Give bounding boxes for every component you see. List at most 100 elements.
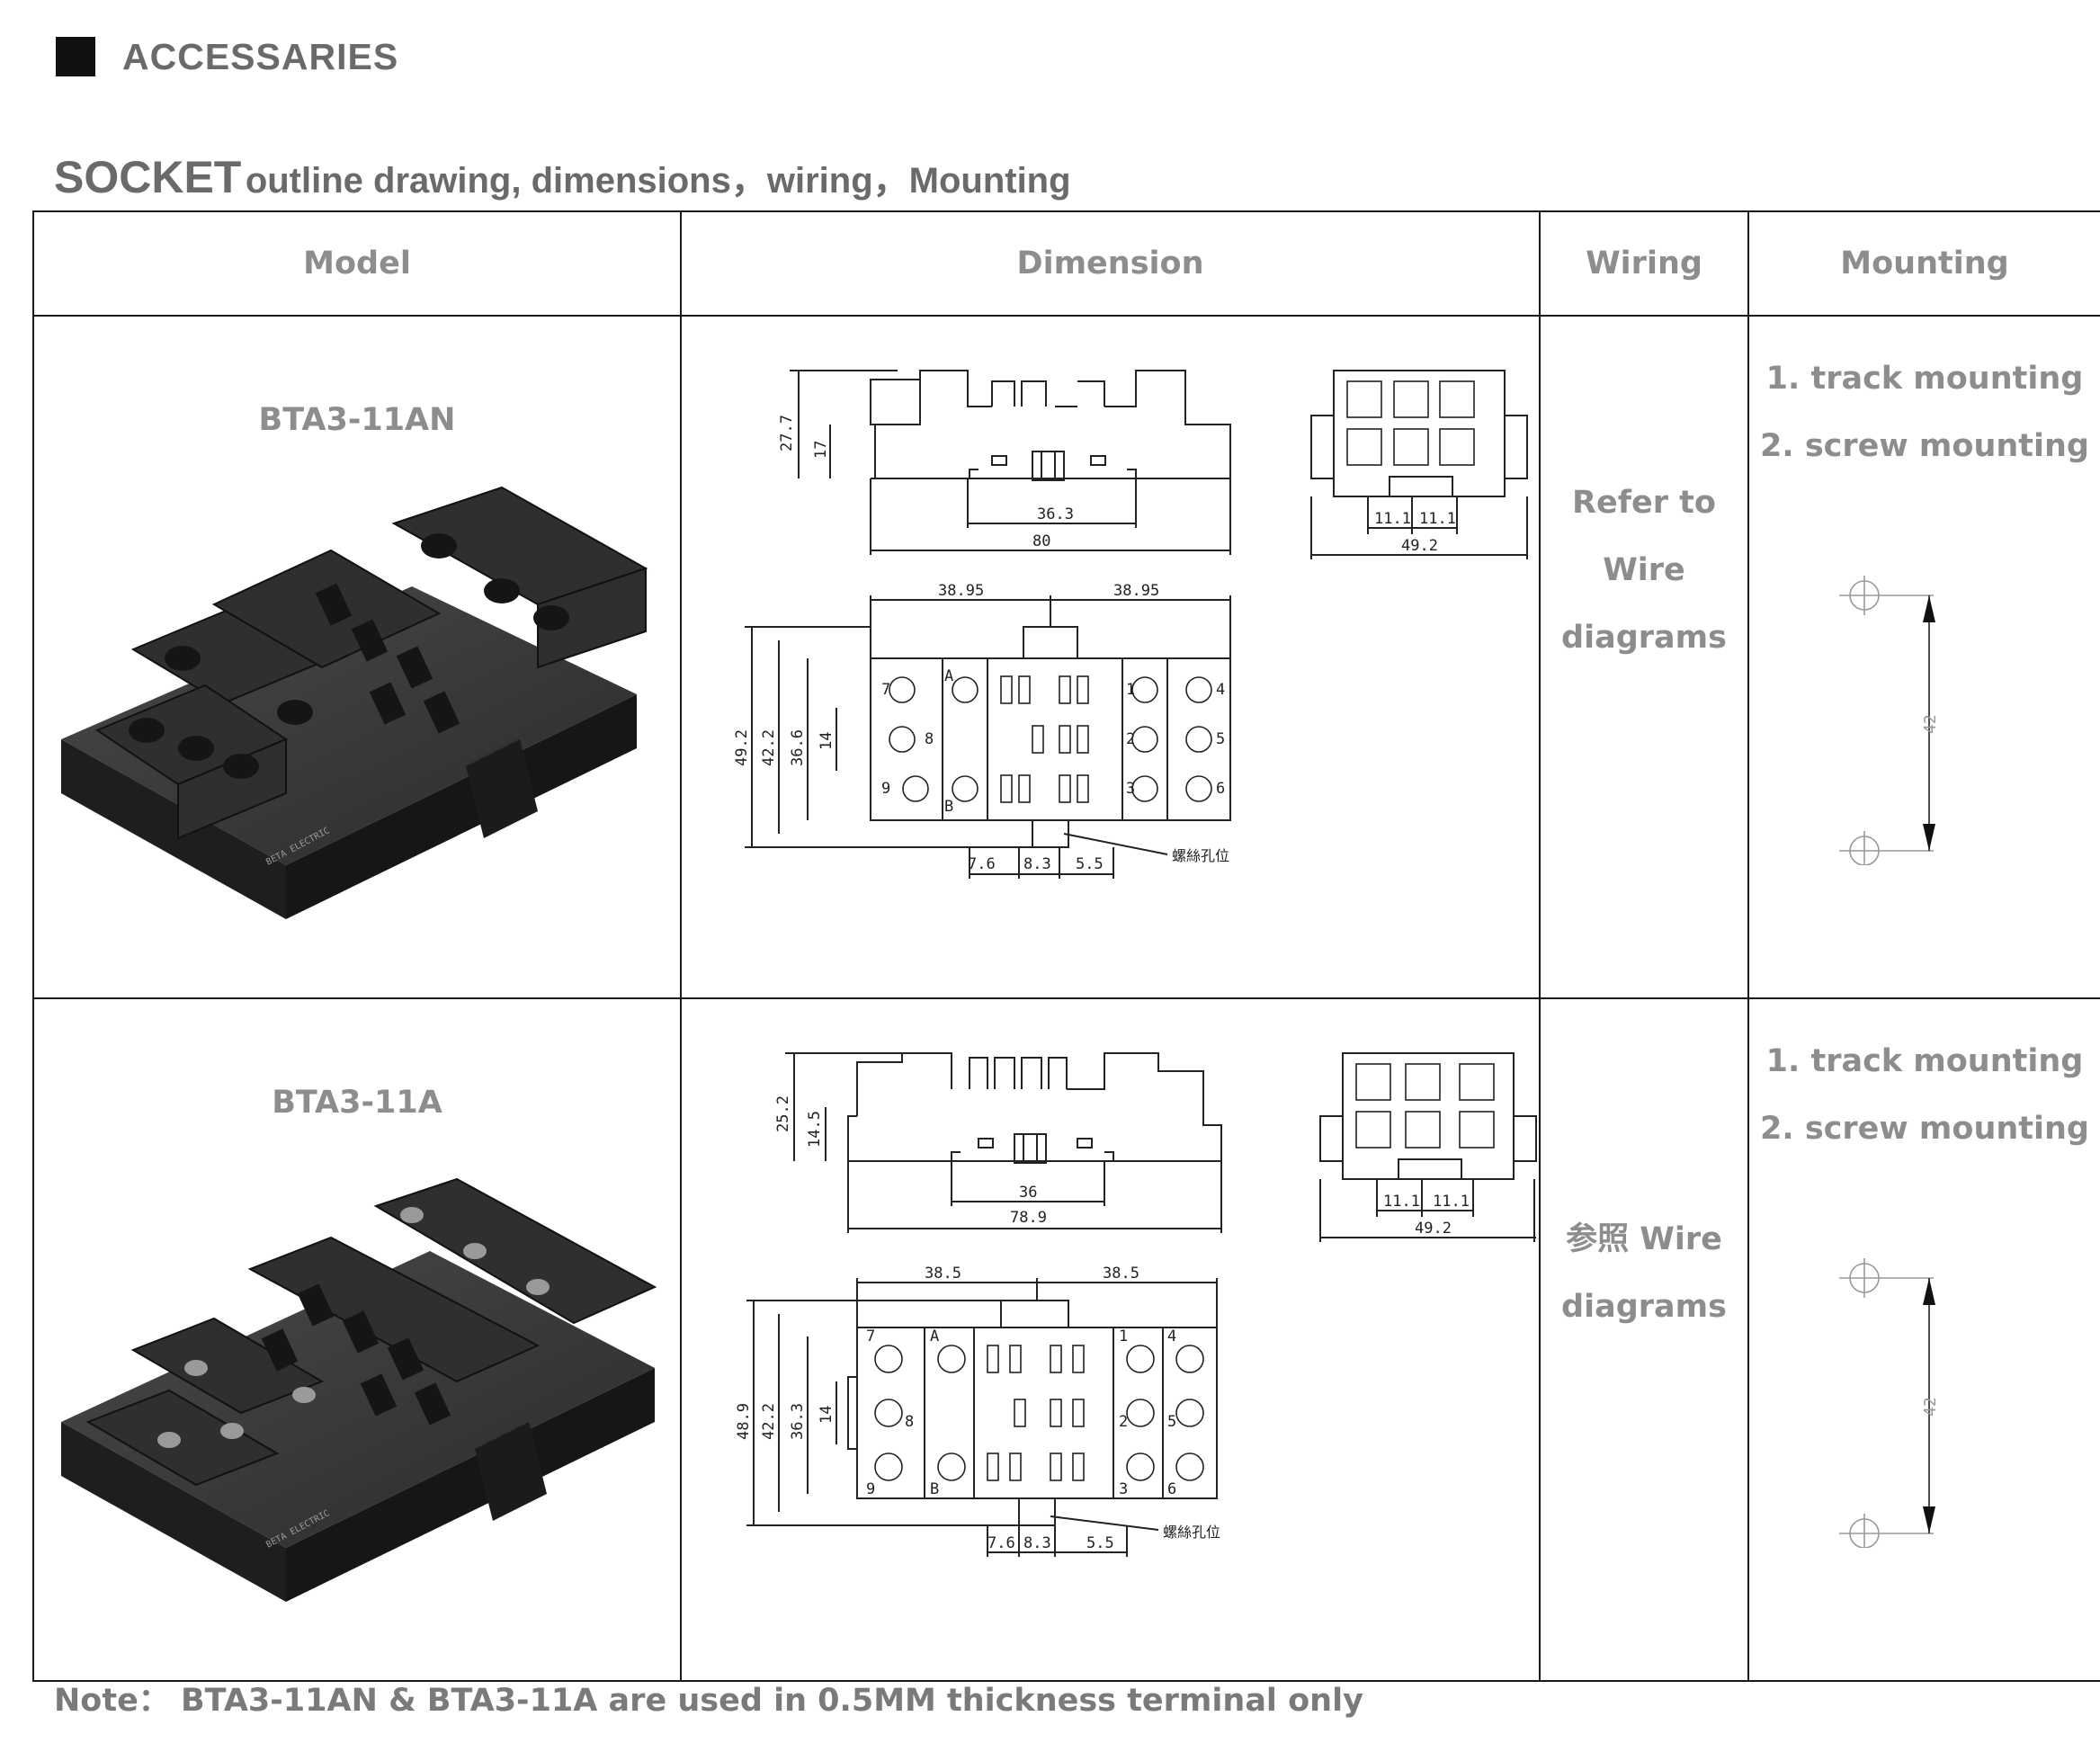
term-4: 4 [1167, 1327, 1176, 1345]
term-9: 9 [881, 780, 890, 798]
wiring-line: 参照 Wire [1566, 1221, 1722, 1257]
term-6: 6 [1167, 1480, 1176, 1498]
dim-side-w1: 36.3 [1037, 505, 1074, 523]
model-name: BTA3-11AN [258, 402, 456, 438]
end-view [1319, 1052, 1537, 1180]
dimension-cell: 27.7 17 36.3 80 11.1 [680, 315, 1541, 999]
subtitle: SOCKET outline drawing, dimensions，wirin… [54, 151, 1071, 203]
dim-top-r: 38.5 [1103, 1265, 1139, 1283]
term-7: 7 [866, 1327, 875, 1345]
header-wiring: Wiring [1539, 210, 1749, 317]
dim-end-b: 11.1 [1433, 1193, 1470, 1211]
mounting-text: 1. track mounting 2. screw mounting [1749, 1028, 2100, 1163]
term-1: 1 [1126, 681, 1135, 699]
dim-side-w2: 80 [1032, 532, 1050, 550]
dim-end-b: 11.1 [1419, 510, 1456, 528]
dimension-drawing: 25.2 14.5 36 78.9 11.1 11 [735, 1052, 1537, 1557]
dim-end-a: 11.1 [1374, 510, 1411, 528]
term-2: 2 [1126, 730, 1135, 748]
socket-render-image: BETA ELECTRIC [61, 1177, 657, 1602]
dimension-cell: 25.2 14.5 36 78.9 11.1 11 [680, 997, 1541, 1682]
subtitle-main: SOCKET [54, 152, 242, 202]
term-2: 2 [1119, 1413, 1128, 1431]
dim-b2: 8.3 [1023, 1534, 1051, 1552]
footnote-text: BTA3-11AN & BTA3-11A are used in 0.5MM t… [181, 1683, 1363, 1719]
dim-v3: 36.3 [789, 1403, 807, 1440]
top-view [847, 1300, 1218, 1526]
mounting-hole-diagram: 42 [1839, 576, 1940, 865]
dim-b1: 7.6 [987, 1534, 1015, 1552]
dim-v1: 49.2 [733, 729, 751, 766]
section-header: ACCESSARIES [56, 36, 398, 77]
dim-side-h1: 25.2 [774, 1095, 792, 1132]
dim-end-w: 49.2 [1415, 1220, 1452, 1238]
dim-v2: 42.2 [760, 1403, 778, 1440]
mounting-cell: 1. track mounting 2. screw mounting 42 [1747, 997, 2100, 1682]
dim-top-l: 38.95 [938, 582, 984, 600]
dim-side-w1: 36 [1019, 1184, 1037, 1202]
term-4: 4 [1216, 681, 1225, 699]
term-a: A [944, 667, 953, 685]
hole-label: 螺絲孔位 [1163, 1524, 1220, 1541]
header-dimension: Dimension [680, 210, 1541, 317]
mounting-option: 2. screw mounting [1760, 1111, 2089, 1147]
term-1: 1 [1119, 1327, 1128, 1345]
term-5: 5 [1167, 1413, 1176, 1431]
wiring-text: Refer to Wire diagrams [1541, 469, 1747, 672]
table-row: BTA3-11A [32, 997, 2100, 1682]
table-row: BTA3-11AN [32, 315, 2100, 999]
dim-top-l: 38.5 [925, 1265, 961, 1283]
dim-end-a: 11.1 [1383, 1193, 1420, 1211]
term-6: 6 [1216, 780, 1225, 798]
mounting-hole-diagram: 42 [1839, 1258, 1940, 1548]
dim-v3: 36.6 [789, 729, 807, 766]
dimension-drawing: 27.7 17 36.3 80 11.1 [733, 370, 1528, 879]
wiring-line: diagrams [1561, 620, 1727, 656]
header-mounting: Mounting [1747, 210, 2100, 317]
term-7: 7 [881, 681, 890, 699]
model-cell: BTA3-11AN [32, 315, 682, 999]
mounting-option: 2. screw mounting [1760, 428, 2089, 464]
dim-side-h1: 27.7 [778, 415, 796, 451]
hole-label: 螺絲孔位 [1172, 847, 1229, 864]
side-view [847, 1052, 1222, 1164]
mounting-option: 1. track mounting [1765, 1043, 2084, 1079]
term-b: B [930, 1480, 939, 1498]
top-view [870, 626, 1231, 848]
header-model: Model [32, 210, 682, 317]
end-view [1310, 370, 1528, 497]
model-name: BTA3-11A [272, 1085, 442, 1121]
wiring-line: Wire [1603, 552, 1685, 588]
term-5: 5 [1216, 730, 1225, 748]
side-view [870, 370, 1231, 481]
socket-render-image: BETA ELECTRIC [61, 486, 648, 919]
dim-side-h2: 14.5 [806, 1111, 824, 1148]
subtitle-detail: outline drawing, dimensions，wiring，Mount… [245, 161, 1071, 201]
dim-b1: 7.6 [968, 855, 996, 873]
dim-b3: 5.5 [1076, 855, 1104, 873]
section-title: ACCESSARIES [122, 35, 399, 77]
mounting-text: 1. track mounting 2. screw mounting [1749, 345, 2100, 480]
mount-dim-label: 42 [1921, 714, 1940, 734]
dim-v2: 42.2 [760, 729, 778, 766]
wiring-line: diagrams [1561, 1289, 1727, 1325]
dim-v1: 48.9 [735, 1403, 753, 1440]
term-3: 3 [1119, 1480, 1128, 1498]
term-9: 9 [866, 1480, 875, 1498]
dim-side-w2: 78.9 [1010, 1209, 1047, 1227]
table-header-row: Model Dimension Wiring Mounting [32, 210, 2100, 317]
dim-v4: 14 [818, 732, 836, 750]
dim-end-w: 49.2 [1401, 537, 1438, 555]
footnote: Note： BTA3-11AN & BTA3-11A are used in 0… [54, 1675, 1363, 1721]
wiring-cell: 参照 Wire diagrams [1539, 997, 1749, 1682]
wiring-line: Refer to [1572, 485, 1716, 521]
section-marker-icon [56, 37, 95, 76]
term-b: B [944, 798, 953, 816]
term-8: 8 [905, 1413, 914, 1431]
mount-dim-label: 42 [1921, 1397, 1940, 1417]
wiring-cell: Refer to Wire diagrams [1539, 315, 1749, 999]
model-cell: BTA3-11A [32, 997, 682, 1682]
dim-top-r: 38.95 [1113, 582, 1159, 600]
dim-v4: 14 [818, 1406, 836, 1424]
dim-side-h2: 17 [812, 441, 830, 459]
